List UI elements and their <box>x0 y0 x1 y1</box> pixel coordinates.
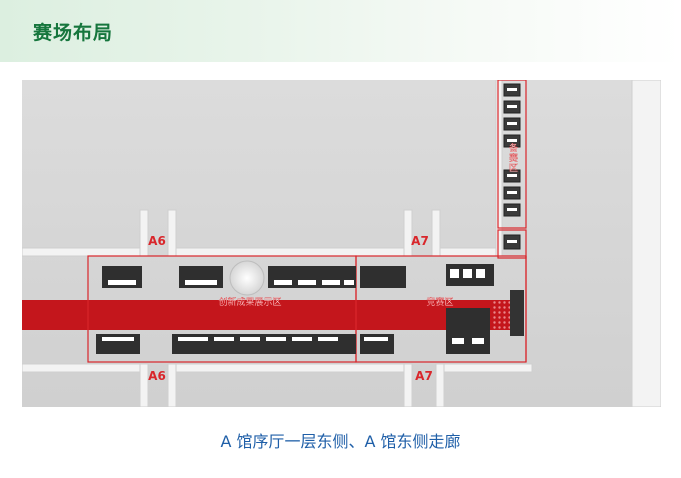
section-header: 赛场布局 <box>0 0 681 62</box>
section-title: 赛场布局 <box>33 22 114 44</box>
label-a6-bottom: A6 <box>148 369 166 383</box>
standby-booths <box>503 83 521 250</box>
floorplan-caption: A 馆序厅一层东侧、A 馆东侧走廊 <box>220 432 461 451</box>
label-innovation-zone: 创新成果展示区 <box>218 296 281 308</box>
walls <box>22 80 661 407</box>
carpet-dotted-area <box>492 300 514 330</box>
red-carpet <box>22 300 492 330</box>
floor-area <box>22 80 661 407</box>
label-a7-bottom: A7 <box>415 369 433 383</box>
label-a6-top: A6 <box>148 234 166 248</box>
standby-zone-outline <box>497 80 527 229</box>
floor-plan-map: A6 A7 A6 A7 创新成果展示区 竞赛区 备赛区 <box>22 80 661 407</box>
label-competition-zone: 竞赛区 <box>426 296 453 308</box>
dome-exhibit <box>229 260 265 296</box>
stage-block <box>510 290 524 336</box>
label-a7-top: A7 <box>411 234 429 248</box>
label-standby-zone: 备赛区 <box>507 142 518 173</box>
standby-extra-outline <box>497 229 527 259</box>
